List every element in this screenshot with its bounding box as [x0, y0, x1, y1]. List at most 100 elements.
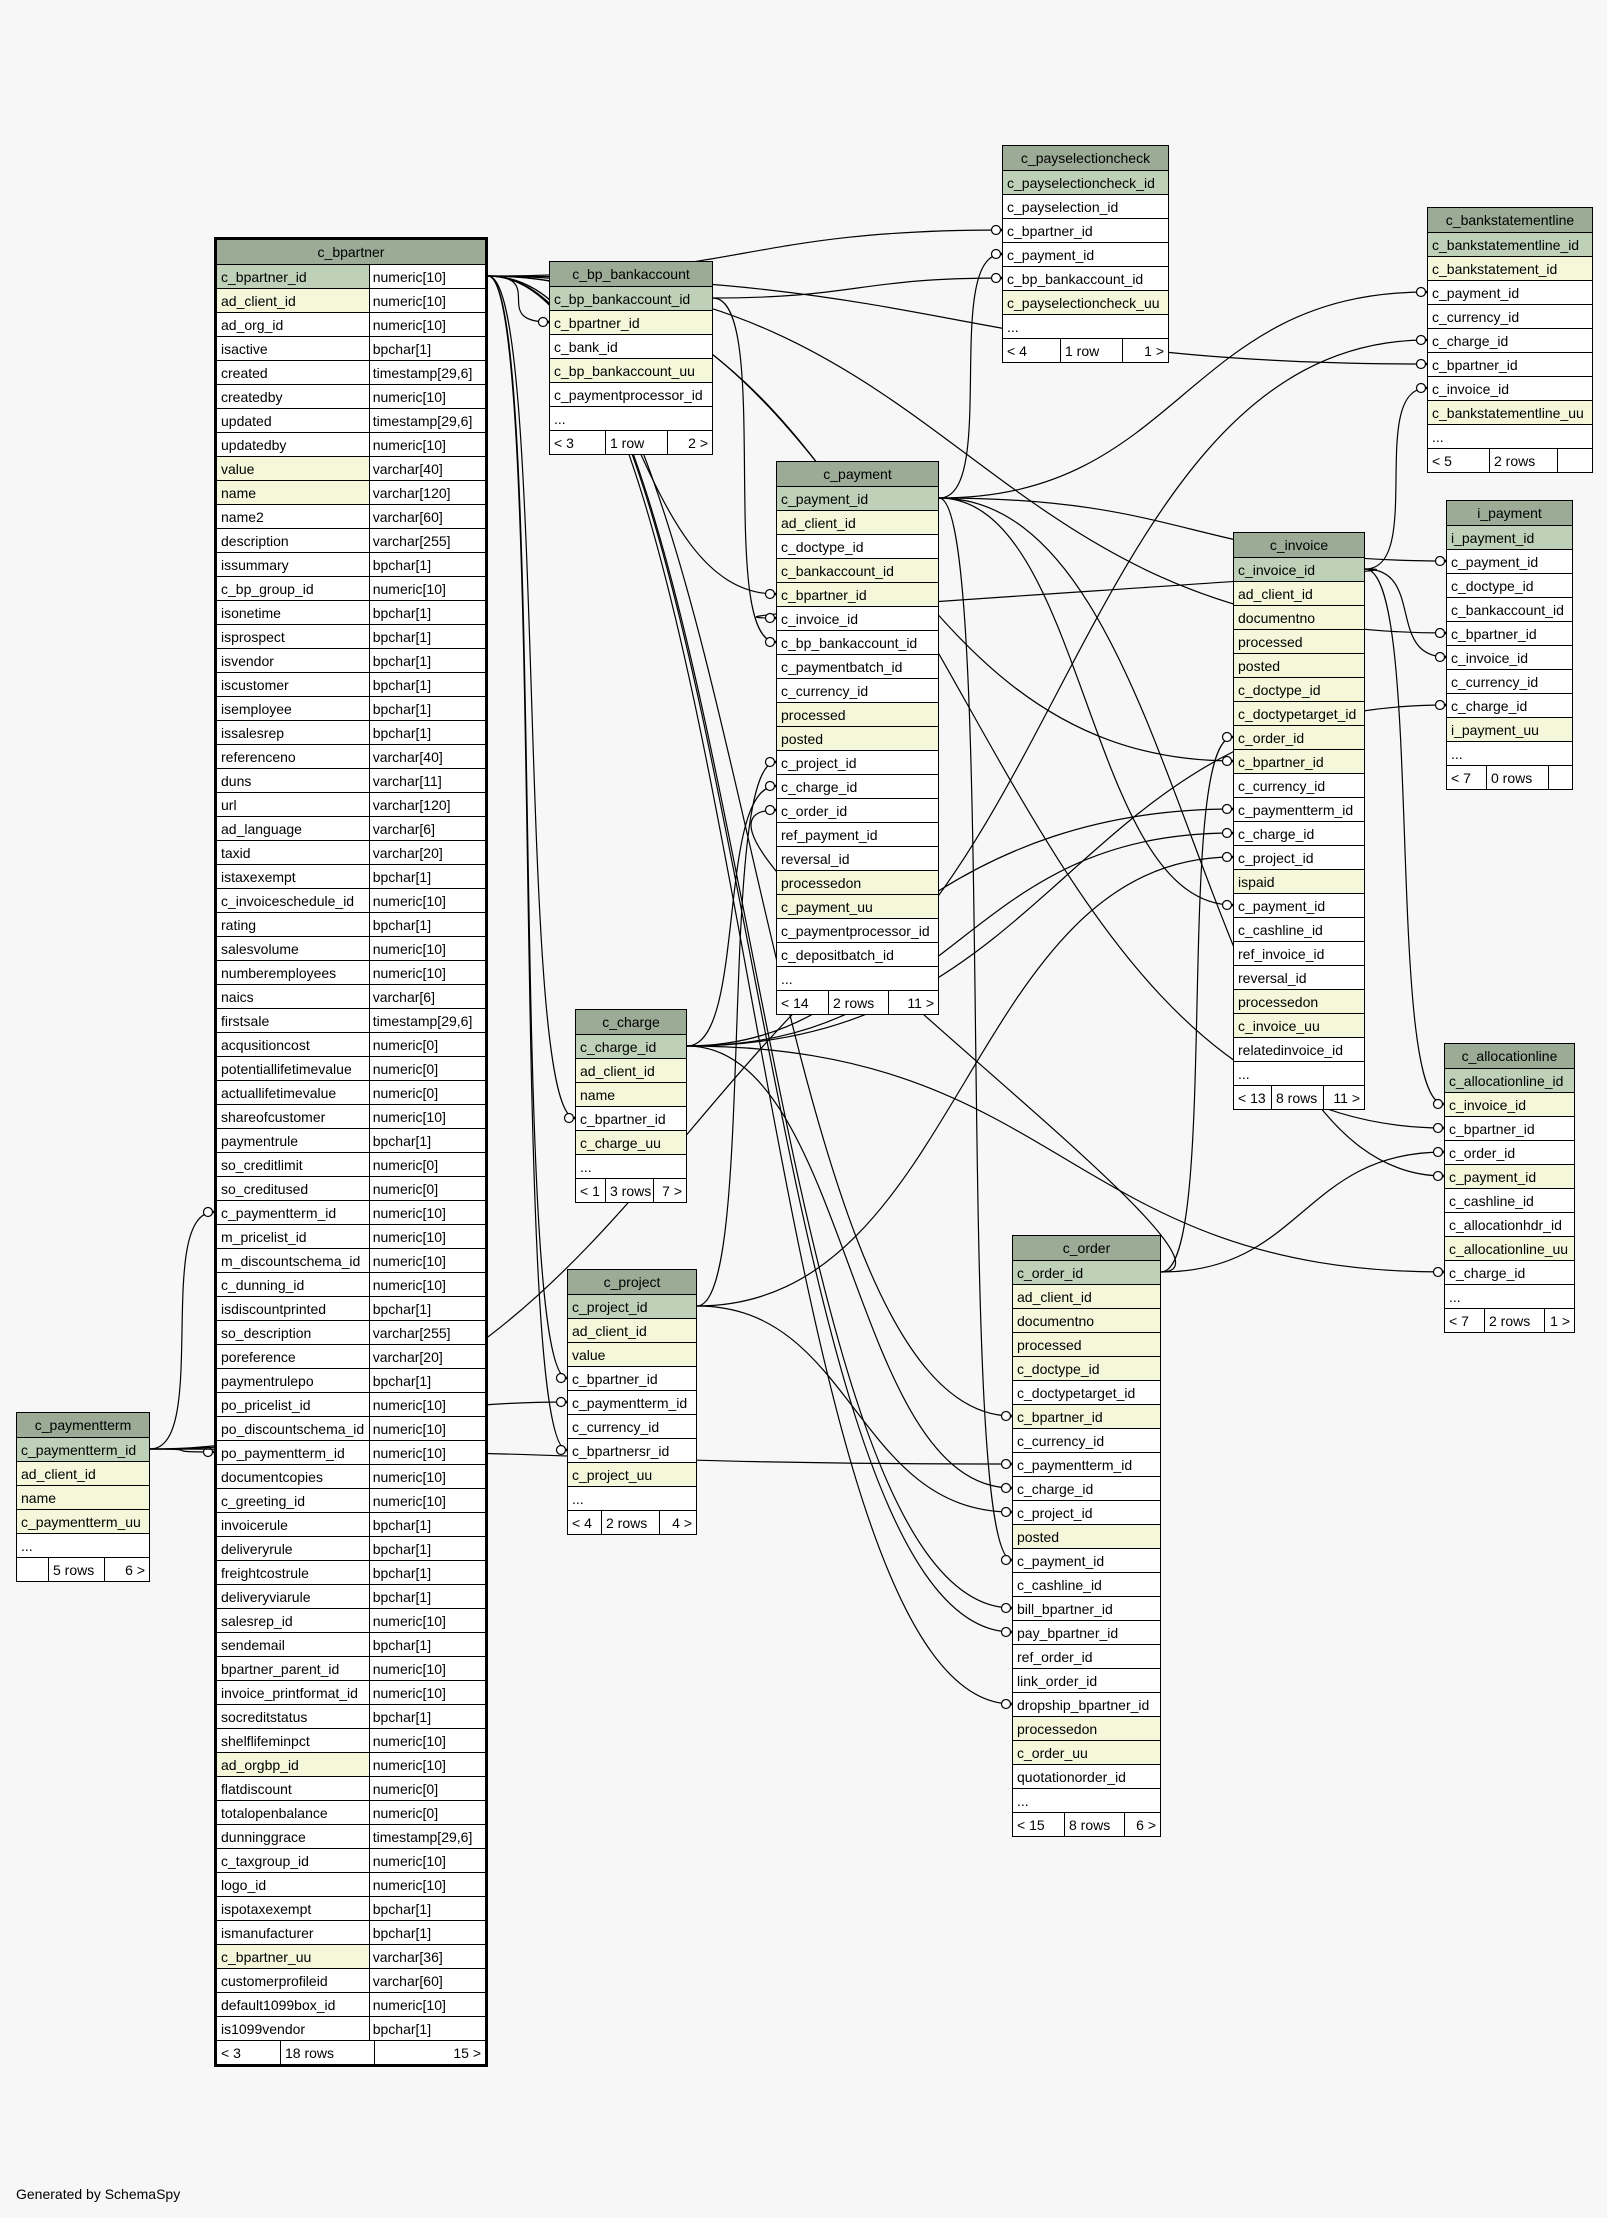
column-row[interactable]: c_charge_uu: [576, 1130, 686, 1154]
column-row[interactable]: documentno: [1234, 605, 1364, 629]
column-row[interactable]: c_payment_id: [1234, 893, 1364, 917]
column-row[interactable]: c_bpartner_id: [576, 1106, 686, 1130]
column-row[interactable]: c_currency_id: [568, 1414, 696, 1438]
parents-count[interactable]: < 3: [550, 431, 606, 454]
column-row[interactable]: reversal_id: [777, 846, 938, 870]
column-row[interactable]: ref_invoice_id: [1234, 941, 1364, 965]
column-row[interactable]: c_allocationline_id: [1445, 1068, 1574, 1092]
column-row[interactable]: name: [576, 1082, 686, 1106]
column-row[interactable]: c_paymentterm_id: [568, 1390, 696, 1414]
column-row[interactable]: i_payment_uu: [1447, 717, 1572, 741]
column-row[interactable]: ref_order_id: [1013, 1644, 1160, 1668]
parents-count[interactable]: [17, 1558, 49, 1581]
column-row[interactable]: c_doctype_id: [1447, 573, 1572, 597]
children-count[interactable]: [1558, 449, 1592, 472]
column-row[interactable]: name: [17, 1485, 149, 1509]
column-row[interactable]: c_project_id: [1013, 1500, 1160, 1524]
column-row[interactable]: c_doctype_id: [1234, 677, 1364, 701]
column-row[interactable]: ispaid: [1234, 869, 1364, 893]
column-row[interactable]: ad_client_id: [568, 1318, 696, 1342]
column-row[interactable]: ...: [550, 406, 712, 430]
children-count[interactable]: 15 >: [453, 2045, 481, 2061]
column-row[interactable]: c_project_uu: [568, 1462, 696, 1486]
column-row[interactable]: c_bank_id: [550, 334, 712, 358]
column-row[interactable]: c_charge_id: [1447, 693, 1572, 717]
parents-count[interactable]: < 13: [1234, 1086, 1272, 1109]
column-row[interactable]: ...: [1013, 1788, 1160, 1812]
table-header[interactable]: c_bpartner: [217, 240, 485, 264]
column-row[interactable]: c_currency_id: [1428, 304, 1592, 328]
children-count[interactable]: 1 >: [1550, 1313, 1570, 1329]
column-row[interactable]: posted: [1013, 1524, 1160, 1548]
column-row[interactable]: ...: [1447, 741, 1572, 765]
column-row[interactable]: c_bankstatementline_uu: [1428, 400, 1592, 424]
column-row[interactable]: value: [568, 1342, 696, 1366]
column-row[interactable]: quotationorder_id: [1013, 1764, 1160, 1788]
table-header[interactable]: c_payment: [777, 462, 938, 486]
column-row[interactable]: c_bpartner_id: [1445, 1116, 1574, 1140]
column-row[interactable]: c_currency_id: [1234, 773, 1364, 797]
column-row[interactable]: c_bp_bankaccount_id: [550, 286, 712, 310]
parents-count[interactable]: < 7: [1447, 766, 1487, 789]
table-header[interactable]: c_project: [568, 1270, 696, 1294]
column-row[interactable]: c_cashline_id: [1013, 1572, 1160, 1596]
column-row[interactable]: c_charge_id: [1428, 328, 1592, 352]
parents-count[interactable]: < 14: [777, 991, 829, 1014]
column-row[interactable]: c_bpartner_id: [1234, 749, 1364, 773]
column-row[interactable]: link_order_id: [1013, 1668, 1160, 1692]
column-row[interactable]: ref_payment_id: [777, 822, 938, 846]
children-count[interactable]: [1549, 766, 1572, 789]
column-row[interactable]: c_doctypetarget_id: [1013, 1380, 1160, 1404]
column-row[interactable]: c_payment_id: [1003, 242, 1168, 266]
column-row[interactable]: c_cashline_id: [1445, 1188, 1574, 1212]
column-row[interactable]: c_currency_id: [777, 678, 938, 702]
column-row[interactable]: c_payment_id: [1447, 549, 1572, 573]
column-row[interactable]: c_cashline_id: [1234, 917, 1364, 941]
column-row[interactable]: processed: [1013, 1332, 1160, 1356]
column-row[interactable]: c_payselectioncheck_uu: [1003, 290, 1168, 314]
column-row[interactable]: c_invoice_id: [777, 606, 938, 630]
column-row[interactable]: c_bpartner_id: [777, 582, 938, 606]
column-row[interactable]: ...: [17, 1533, 149, 1557]
column-row[interactable]: c_bpartner_id: [550, 310, 712, 334]
children-count[interactable]: 11 >: [907, 995, 934, 1011]
column-row[interactable]: posted: [777, 726, 938, 750]
table-header[interactable]: c_charge: [576, 1010, 686, 1034]
column-row[interactable]: c_invoice_uu: [1234, 1013, 1364, 1037]
column-row[interactable]: c_bankaccount_id: [1447, 597, 1572, 621]
column-row[interactable]: c_payment_id: [777, 486, 938, 510]
column-row[interactable]: c_bpartner_id: [1003, 218, 1168, 242]
